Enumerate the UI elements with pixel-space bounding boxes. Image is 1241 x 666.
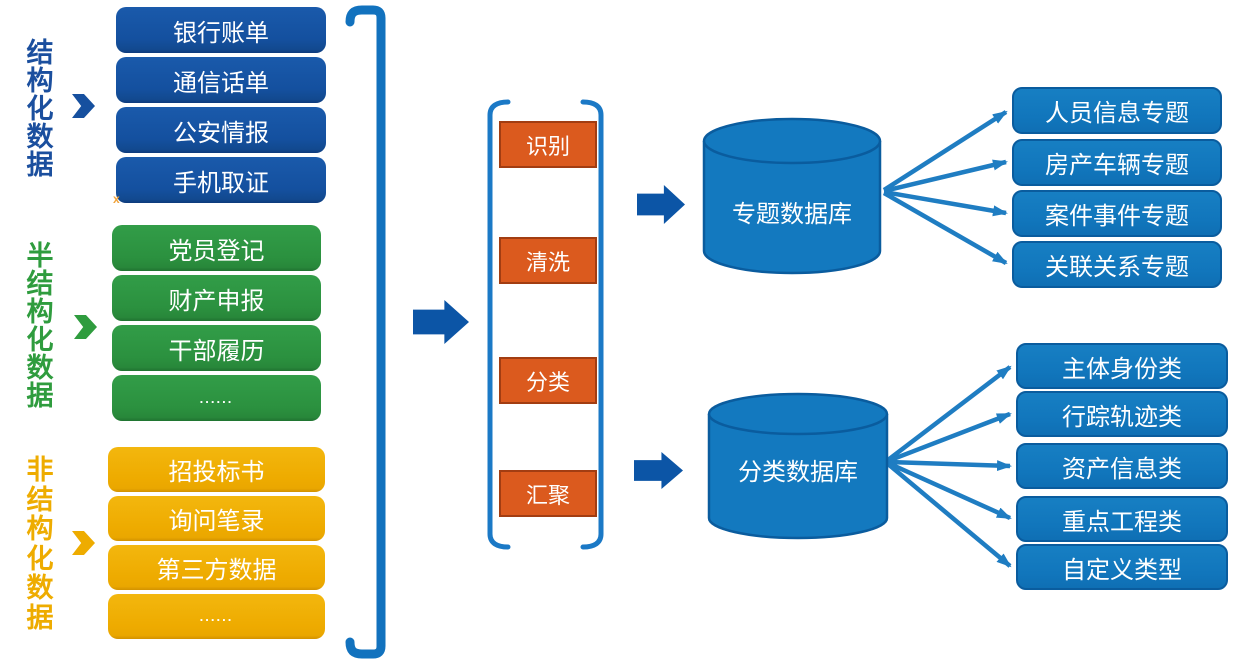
process-left-bracket bbox=[487, 99, 511, 550]
classified-db-cylinder bbox=[707, 392, 889, 540]
topic-db-arrows bbox=[882, 110, 1008, 265]
chevron-icon-semi bbox=[74, 315, 97, 339]
source-box: 询问笔录 bbox=[108, 496, 325, 541]
chevron-icon-structured bbox=[72, 94, 95, 118]
source-box: 第三方数据 bbox=[108, 545, 325, 590]
process-right-bracket bbox=[580, 99, 604, 550]
topic-db-label: 专题数据库 bbox=[732, 201, 852, 228]
ellipsis-label: ...... bbox=[199, 609, 234, 624]
source-box: 银行账单 bbox=[116, 7, 326, 53]
source-box: 手机取证 bbox=[116, 157, 326, 203]
source-box: 干部履历 bbox=[112, 325, 321, 371]
source-box: ...... bbox=[112, 375, 321, 421]
classified-db-label: 分类数据库 bbox=[738, 459, 858, 486]
class-box: 重点工程类 bbox=[1016, 496, 1228, 542]
topic-box: 案件事件专题 bbox=[1012, 190, 1222, 237]
topic-box: 房产车辆专题 bbox=[1012, 139, 1222, 186]
class-box: 主体身份类 bbox=[1016, 343, 1228, 389]
source-box: 招投标书 bbox=[108, 447, 325, 492]
group-label-semi: 半结构化数据 bbox=[26, 241, 54, 411]
group-label-structured: 结构化数据 bbox=[26, 38, 54, 180]
classified-db-arrows bbox=[886, 365, 1012, 568]
big-right-bracket bbox=[345, 5, 386, 659]
source-box: ...... bbox=[108, 594, 325, 639]
topic-db-cylinder bbox=[702, 117, 882, 275]
chevron-icon-unstructured bbox=[72, 531, 95, 555]
source-box: 党员登记 bbox=[112, 225, 321, 271]
source-box: 公安情报 bbox=[116, 107, 326, 153]
source-box: 财产申报 bbox=[112, 275, 321, 321]
group-label-unstructured: 非结构化数据 bbox=[26, 455, 54, 633]
process-step-box: 汇聚 bbox=[499, 470, 597, 517]
process-step-box: 清洗 bbox=[499, 237, 597, 284]
source-box: 通信话单 bbox=[116, 57, 326, 103]
process-step-box: 分类 bbox=[499, 357, 597, 404]
topic-box: 关联关系专题 bbox=[1012, 241, 1222, 288]
class-box: 行踪轨迹类 bbox=[1016, 391, 1228, 437]
class-box: 资产信息类 bbox=[1016, 443, 1228, 489]
process-step-box: 识别 bbox=[499, 121, 597, 168]
class-box: 自定义类型 bbox=[1016, 544, 1228, 590]
topic-box: 人员信息专题 bbox=[1012, 87, 1222, 134]
ellipsis-label: ...... bbox=[199, 390, 234, 406]
stray-x-artifact: x bbox=[113, 192, 120, 206]
